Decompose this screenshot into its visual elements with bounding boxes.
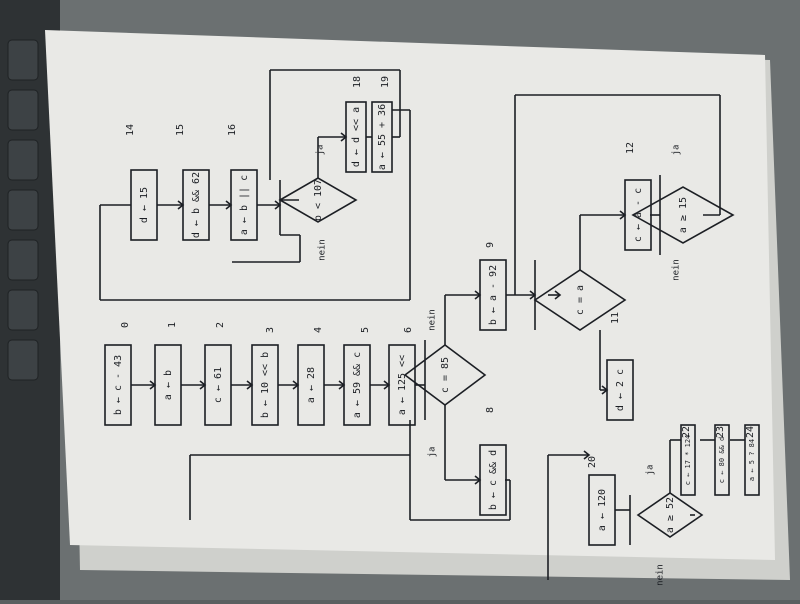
label-nein: nein [656,564,666,586]
decision-diamond [636,492,704,538]
arrowhead [149,380,157,390]
label-nein: nein [428,309,438,331]
process-block-text: c ← 80 && d [718,437,726,483]
process-block-text: b ← a - 92 [488,265,499,325]
process-block-text: d ← d << a [351,107,362,167]
process-block-text: a ← 59 && c [352,352,363,418]
decision-text: a ≥ 52 [665,497,676,533]
process-block [680,424,696,496]
block-number: 0 [120,322,131,328]
arrowhead [338,380,346,390]
decision-diamond [403,344,487,406]
process-block-text: a ← 5 ? 84 [748,439,756,481]
block-number: 9 [485,242,496,248]
process-block-text: b ← c - 43 [113,355,124,415]
process-block-text: a ← 28 [306,367,317,403]
process-block-text: c ← a - c [633,188,644,242]
process-block-text: a ← 125 << [397,355,408,415]
block-number: 2 [215,322,226,328]
label-ja: ja [316,145,326,156]
block-number: 18 [352,76,363,88]
decision-text: a ≥ 15 [678,197,689,233]
label-nein: nein [318,239,328,261]
process-block-text: b ← c && d [488,450,499,510]
arrowhead [583,450,591,460]
decision-text: c = 85 [440,357,451,393]
arrowhead [246,380,254,390]
process-block [714,424,730,496]
block-number: 14 [125,124,136,136]
block-number: 16 [227,124,238,136]
keyboard-keys [7,39,39,381]
block-number: 3 [265,327,276,333]
arrowhead [619,210,627,220]
block-number: 19 [380,76,391,88]
arrowhead [474,290,482,300]
process-block-text: a ← 55 + 36 [377,104,388,170]
block-number: 8 [485,407,496,413]
block-number: 6 [403,327,414,333]
block-number: 11 [610,312,621,324]
arrowhead [274,200,282,210]
process-block-text: a ← 120 [597,489,608,531]
block-number: 5 [360,327,371,333]
arrowhead [554,290,562,300]
arrowhead [383,380,391,390]
process-block-text: a ← b [163,370,174,400]
decision-diamond [631,186,735,244]
block-number: 20 [587,456,598,468]
process-block-text: c ← 61 [213,367,224,403]
process-block [744,424,760,496]
block-number: 1 [167,322,178,328]
block-number: 12 [625,142,636,154]
block-number: 23 [715,426,726,438]
decision-diamond [278,177,358,223]
decision-diamond [533,269,627,331]
block-number: 22 [681,426,692,438]
handwritten-flowchart: b ← c - 43 0 a ← b 1 c ← 61 2 b ← 10 << b 3 a ← … [99,69,760,586]
arrowhead [601,385,609,395]
label-nein: nein [672,259,682,281]
block-number: 24 [745,426,756,438]
block-number: 15 [175,124,186,136]
arrowhead [177,200,185,210]
process-block-text: b ← 10 << b [260,352,271,418]
arrowhead [199,380,207,390]
arrowhead [292,380,300,390]
process-block-text: c ← 17 * 124 [684,435,692,486]
label-ja: ja [646,465,656,476]
block-number: 4 [313,327,324,333]
process-block-text: a ← b || c [239,175,250,235]
process-block-text: d ← 15 [139,187,150,223]
decision-text: b < 107 [313,179,324,221]
arrowhead [340,132,348,142]
label-ja: ja [428,447,438,458]
arrowhead [474,475,482,485]
process-block-text: d ← 2 c [615,369,626,411]
arrowhead [529,290,537,300]
decision-text: c = a [575,285,586,315]
process-block-text: d ← b && 62 [191,172,202,238]
arrowhead [225,200,233,210]
label-ja: ja [672,145,682,156]
